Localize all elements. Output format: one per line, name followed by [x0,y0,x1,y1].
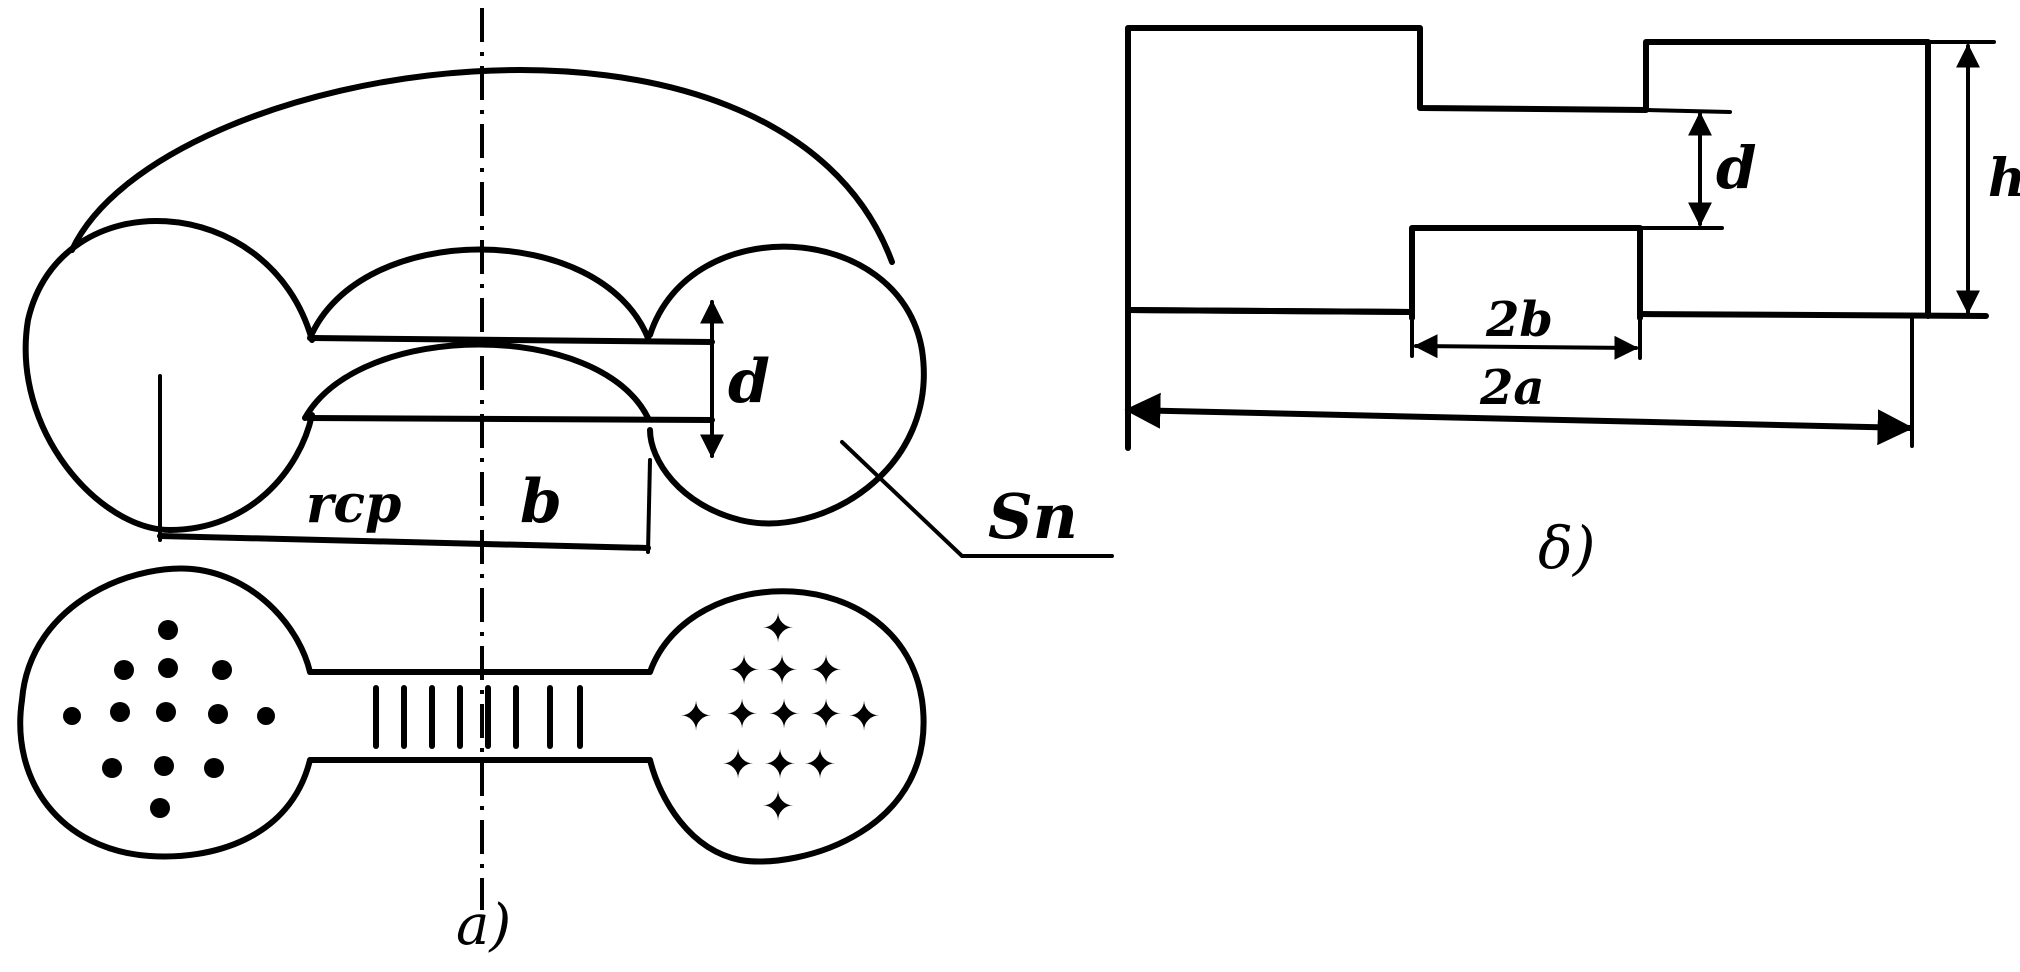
base-left [1125,307,1415,315]
dumbbell-outline [17,565,927,865]
svg-text:✦: ✦ [847,694,881,740]
svg-text:✦: ✦ [765,648,799,694]
svg-text:✦: ✦ [761,606,795,652]
label-h: h [1988,148,2020,209]
svg-text:✦: ✦ [763,742,797,788]
outer-arc [69,67,895,265]
right-lobe [647,243,927,527]
left-lobe-dots [63,620,275,818]
dim-right-ext [646,458,652,554]
caption-a: a) [456,893,511,958]
leader-line-sn [840,440,1114,558]
svg-text:✦: ✦ [767,692,801,738]
dim-r-b-line [157,533,651,551]
svg-text:✦: ✦ [803,742,837,788]
panel-b-diagram: d h 2b 2a δ) [1124,25,2020,582]
dim-2a-line [1124,392,1914,446]
label-sn: Sn [988,480,1078,553]
right-lobe-stars: ✦ ✦ ✦ ✦ ✦ ✦ ✦ ✦ ✦ ✦ ✦ ✦ ✦ [679,606,881,830]
caption-b: δ) [1538,514,1596,582]
base-right [1637,311,1989,319]
label-b: b [520,467,562,537]
d-ext-top [1644,108,1732,114]
stepped-profile [1125,25,1931,451]
svg-text:✦: ✦ [721,742,755,788]
svg-text:✦: ✦ [761,784,795,830]
panel-a-diagram: d rcp b Sn [17,8,1114,958]
dim-2b-line [1413,334,1639,360]
svg-text:✦: ✦ [725,692,759,738]
label-d: d [728,347,770,417]
upper-dome [307,246,651,341]
svg-text:✦: ✦ [809,692,843,738]
label-d-b: d [1716,134,1757,202]
neck-bars [373,685,583,749]
svg-text:✦: ✦ [809,648,843,694]
slot-bottom-line [305,415,715,423]
slot-top-line [309,335,715,345]
label-2a: 2a [1479,360,1545,416]
svg-text:✦: ✦ [727,648,761,694]
label-rcp: rcp [306,474,401,535]
svg-text:✦: ✦ [679,694,713,740]
left-lobe [22,217,315,533]
lower-dome [302,341,651,421]
inner-step [1409,225,1643,321]
label-2b: 2b [1485,292,1553,348]
